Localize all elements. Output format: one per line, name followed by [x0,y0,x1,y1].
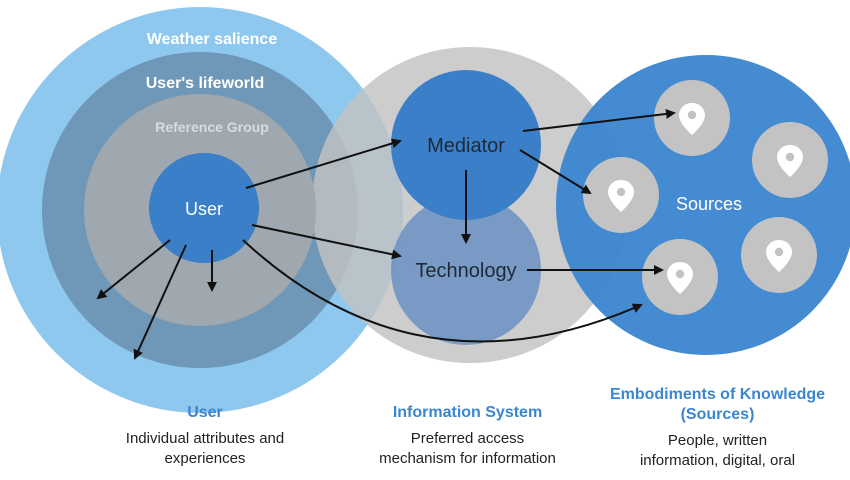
location-pin-icon [741,217,817,293]
technology-label: Technology [415,260,516,282]
arrow-user-down-2 [133,244,187,360]
user-caption-description: Individual attributes and experiences [125,430,285,467]
sources-caption-title: Embodiments of Knowledge (Sources) [609,386,826,423]
user-core [149,153,259,263]
sources-caption-description: People, written information, digital, or… [639,432,796,469]
location-pin-icon [654,80,730,156]
lifeworld-label: User's lifeworld [146,75,265,92]
arrow-user-down-1 [96,239,171,300]
information-system-caption-description: Preferred access mechanism for informati… [379,430,556,467]
mediator-label: Mediator [427,135,505,157]
arrow-user-to-technology [251,224,402,260]
user-core-label: User [185,199,223,219]
sources-label: Sources [676,194,742,214]
sources-caption: Embodiments of Knowledge (Sources) Peopl… [590,385,845,471]
user-caption: User Individual attributes and experienc… [80,403,330,469]
information-system-caption-title: Information System [392,404,543,421]
user-caption-title: User [187,404,223,421]
location-pin-icon [583,157,659,233]
arrow-user-to-source [242,239,643,343]
weather-salience-label: Weather salience [147,31,278,48]
information-system-caption: Information System Preferred access mech… [345,403,590,469]
technology-circle [391,195,541,345]
location-pin-icon [752,122,828,198]
mediator-circle [391,70,541,220]
flow-arrows [96,108,676,360]
location-pin-icon [642,239,718,315]
reference-group-label: Reference Group [155,119,269,135]
arrow-user-to-mediator [245,138,402,189]
arrow-mediator-to-source-2 [519,149,592,195]
arrow-mediator-to-source-1 [522,108,676,132]
